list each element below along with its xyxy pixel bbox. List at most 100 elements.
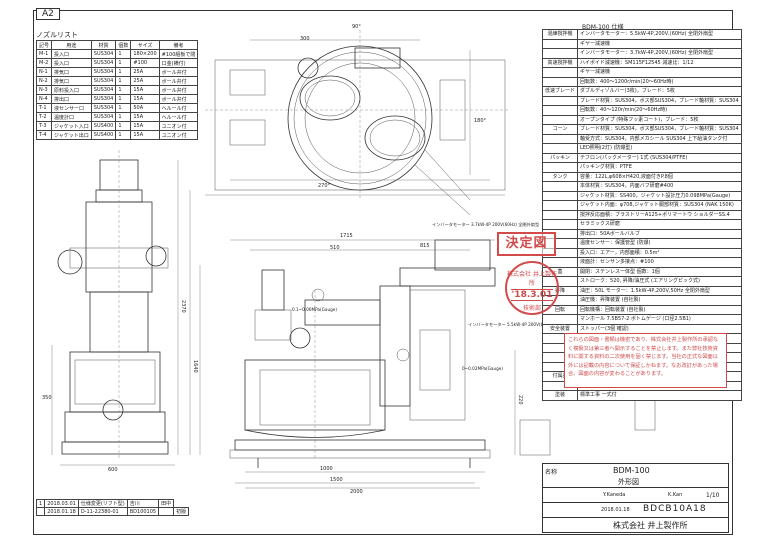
nozzle-header-cell: 用途 xyxy=(51,40,92,50)
nozzle-list-title: ノズルリスト xyxy=(36,31,78,39)
table-cell: 1 xyxy=(115,130,132,140)
table-cell: SUS400 xyxy=(90,121,117,131)
spec-row: 軸受方式：SUS304，内部メカシール SUS304 上下給油タンク付 xyxy=(541,133,742,144)
drawing-number: BDCB10A18 xyxy=(643,504,707,514)
spec-row: 高速撹拌機ハイポイド減速機：SM115F12545 減速比：1/12 xyxy=(541,57,742,68)
spec-title: BDM-100 仕様 xyxy=(582,24,624,31)
table-cell: N-2 xyxy=(35,76,53,86)
table-cell: 15A xyxy=(130,130,160,140)
nozzle-table-header: 記号用途材質個数サイズ備考 xyxy=(35,40,199,50)
table-cell: 口金(横付) xyxy=(158,58,199,68)
dim-1500: 1500 xyxy=(330,477,343,483)
spec-value: テフロン(パックメーター) 1式 (SUS304/PTFE) xyxy=(577,152,742,163)
drawing-date: 2018.01.18 xyxy=(601,507,630,513)
spec-category: パッキン xyxy=(541,152,579,163)
spec-row: インバータモーター：3.7kW-4P,200V,(60Hz) 全閉外扇型 xyxy=(541,48,742,59)
company-name: 株式会社 井上製作所 xyxy=(613,521,688,530)
table-cell: 25A xyxy=(130,76,160,86)
revision-cell: BD100105 xyxy=(126,507,160,516)
spec-category xyxy=(541,114,579,125)
spec-category xyxy=(541,314,579,325)
spec-category xyxy=(541,76,579,87)
spec-row: タンク容量：122L,φ608×H420,液面付きP.8個 xyxy=(541,171,742,182)
spec-value: 油圧：50L モーター：1.5kW-4P,200V,50Hz 全閉外扇型 xyxy=(577,285,742,296)
table-cell: 1 xyxy=(115,85,132,95)
revision-cell: 吉川 xyxy=(126,499,160,508)
table-cell: T-4 xyxy=(35,130,53,140)
motor-label-lower: インバータモーター 5.5kW-4P 200V(60Hz) 全閉外扇型 xyxy=(468,322,576,327)
nozzle-header-cell: 備考 xyxy=(158,40,199,50)
table-cell: 1 xyxy=(115,67,132,77)
table-cell: #100 xyxy=(130,58,160,68)
revision-cell: 仕様変更(リフト型) xyxy=(77,499,128,508)
table-cell: ヘルール付 xyxy=(158,112,199,122)
table-cell: 液センサー口 xyxy=(51,103,92,113)
table-cell: 1 xyxy=(115,58,132,68)
title-block: 名称 BDM-100 外形図 Y.Kaneda K.Kan 1/10 2018.… xyxy=(542,463,729,533)
spec-category: タンク xyxy=(541,171,579,182)
spec-value: 液面計：センサン多接点：#100 xyxy=(577,257,742,268)
table-cell: 排気口 xyxy=(51,67,92,77)
table-cell: SUS304 xyxy=(90,58,117,68)
spec-row: 投入口：エアー，内部面積：0.5m² xyxy=(541,247,742,258)
spec-value: 排出口：50Aボールバルブ xyxy=(577,228,742,239)
spec-value: 開閉：ステンレス一体型 個数：1個 xyxy=(577,266,742,277)
spec-category xyxy=(541,133,579,144)
spec-category: 高速撹拌機 xyxy=(541,57,579,68)
spec-value: 温度センサー：保護管型 (防爆) xyxy=(577,238,742,249)
spec-row: 撹拌反応面積：ブラストリーA125+ポリマートウ ショルダーSS.4 xyxy=(541,209,742,220)
spec-row: パッキング材質：PTFE xyxy=(541,162,742,173)
table-cell: 1 xyxy=(115,49,132,59)
table-cell: 1 xyxy=(115,76,132,86)
spec-row: パッキンテフロン(パックメーター) 1式 (SUS304/PTFE) xyxy=(541,152,742,163)
spec-value: 撹拌反応面積：ブラストリーA125+ポリマートウ ショルダーSS.4 xyxy=(577,209,742,220)
table-cell: SUS304 xyxy=(90,112,117,122)
dim-510: 510 xyxy=(330,245,340,251)
seal-dept: 技術部 xyxy=(522,305,541,312)
dim-350: 350 xyxy=(42,395,52,401)
spec-value: ギヤー減速機 xyxy=(577,38,742,49)
spec-category xyxy=(541,95,579,106)
spec-value: ジャケット材質：SS400，ジャケット設計圧力0.098MPa(Gauge) xyxy=(577,190,742,201)
dim-1000: 1000 xyxy=(320,466,333,472)
spec-category xyxy=(541,38,579,49)
spec-category: 混練撹拌機 xyxy=(541,29,579,40)
spec-value: インバータモーター：5.5kW-4P,200V,(60Hz) 全閉外扇型 xyxy=(577,29,742,40)
table-cell: M-1 xyxy=(35,49,53,59)
dim-90deg: 90° xyxy=(352,24,361,30)
spec-category: 低速ブレード xyxy=(541,86,579,97)
top-view xyxy=(205,30,510,216)
table-cell: 原料投入口 xyxy=(51,85,92,95)
spec-row: 油圧機：昇降装置 (自社製) xyxy=(541,295,742,306)
spec-row: オープンタイプ (特殊フッ素コート)，ブレード：5枚 xyxy=(541,114,742,125)
spec-value: オープンタイプ (特殊フッ素コート)，ブレード：5枚 xyxy=(577,114,742,125)
spec-row: LED照明(2灯) (防爆型) xyxy=(541,143,742,154)
table-cell: SUS304 xyxy=(90,49,117,59)
table-cell: 投入口 xyxy=(51,58,92,68)
spec-row: 温度センサー：保護管型 (防爆) xyxy=(541,238,742,249)
revision-cell: D-11-22380-01 xyxy=(77,507,128,516)
table-cell: T-2 xyxy=(35,112,53,122)
spec-value: インバータモーター：3.7kW-4P,200V,(60Hz) 全閉外扇型 xyxy=(577,48,742,59)
spec-value: ギヤー減速機 xyxy=(577,67,742,78)
product-name: BDM-100 xyxy=(613,466,650,475)
table-cell: 15A xyxy=(130,121,160,131)
spec-table: 混練撹拌機インバータモーター：5.5kW-4P,200V,(60Hz) 全閉外扇… xyxy=(541,29,742,401)
spec-value: ジャケット内面：φ708,ジャケット胴部材質：SUS304 (NAK 150K) xyxy=(577,200,742,211)
table-cell: SUS304 xyxy=(90,76,117,86)
spec-value: 容量：122L,φ608×H420,液面付きP.8個 xyxy=(577,171,742,182)
spec-category xyxy=(541,181,579,192)
table-cell: SUS304 xyxy=(90,103,117,113)
spec-row: 液面計：センサン多接点：#100 xyxy=(541,257,742,268)
table-cell: M-2 xyxy=(35,58,53,68)
spec-category xyxy=(541,143,579,154)
table-cell: 投入口 xyxy=(51,49,92,59)
title-name-label: 名称 xyxy=(545,469,558,476)
spec-row: 混練撹拌機インバータモーター：5.5kW-4P,200V,(60Hz) 全閉外扇… xyxy=(541,29,742,40)
spec-row: ギヤー減速機 xyxy=(541,38,742,49)
